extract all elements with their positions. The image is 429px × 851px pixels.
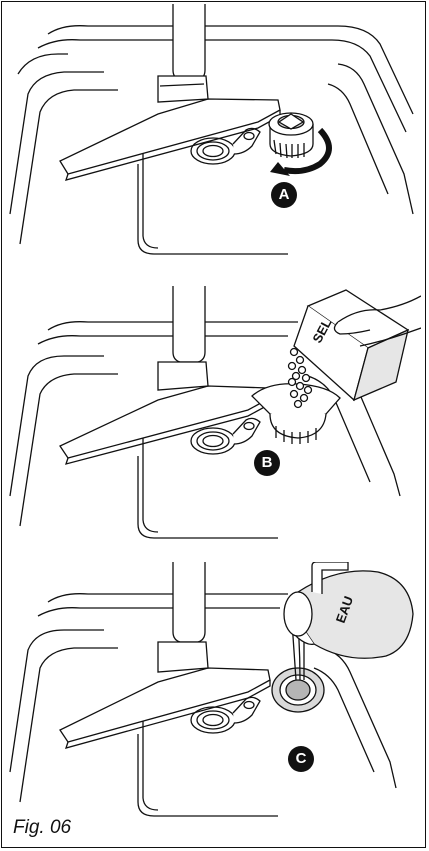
step-label-c: C: [288, 746, 314, 772]
dishwasher-tub-drawing: EAU: [8, 562, 421, 822]
dishwasher-tub-drawing: [8, 4, 421, 272]
step-c-illustration: EAU C: [8, 562, 421, 822]
step-label-b: B: [254, 450, 280, 476]
figure-caption: Fig. 06: [13, 817, 71, 839]
step-a-illustration: A: [8, 4, 421, 272]
step-b-illustration: SEL B: [8, 286, 421, 541]
step-label-a: A: [271, 182, 297, 208]
dishwasher-tub-drawing: SEL: [8, 286, 421, 541]
